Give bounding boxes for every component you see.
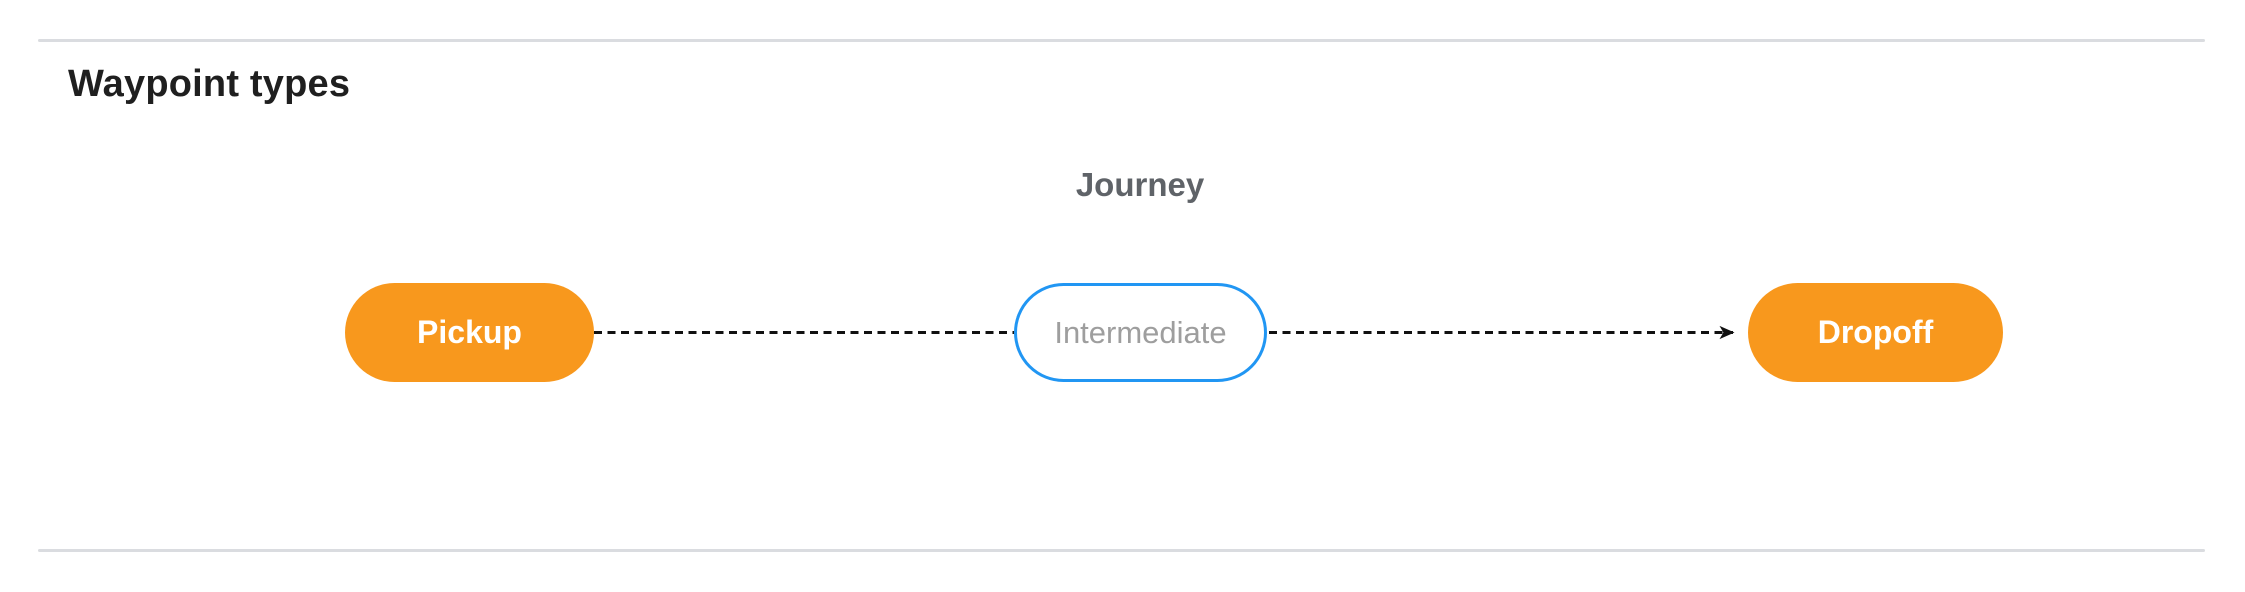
node-pickup: Pickup xyxy=(345,283,594,382)
node-dropoff: Dropoff xyxy=(1748,283,2003,382)
node-intermediate-label: Intermediate xyxy=(1054,314,1227,350)
node-dropoff-label: Dropoff xyxy=(1817,314,1934,350)
page-title: Waypoint types xyxy=(68,63,351,105)
node-pickup-label: Pickup xyxy=(417,314,522,350)
top-divider xyxy=(38,39,2205,42)
node-intermediate: Intermediate xyxy=(1014,283,1267,382)
bottom-divider xyxy=(38,549,2205,552)
journey-label: Journey xyxy=(1075,166,1205,203)
